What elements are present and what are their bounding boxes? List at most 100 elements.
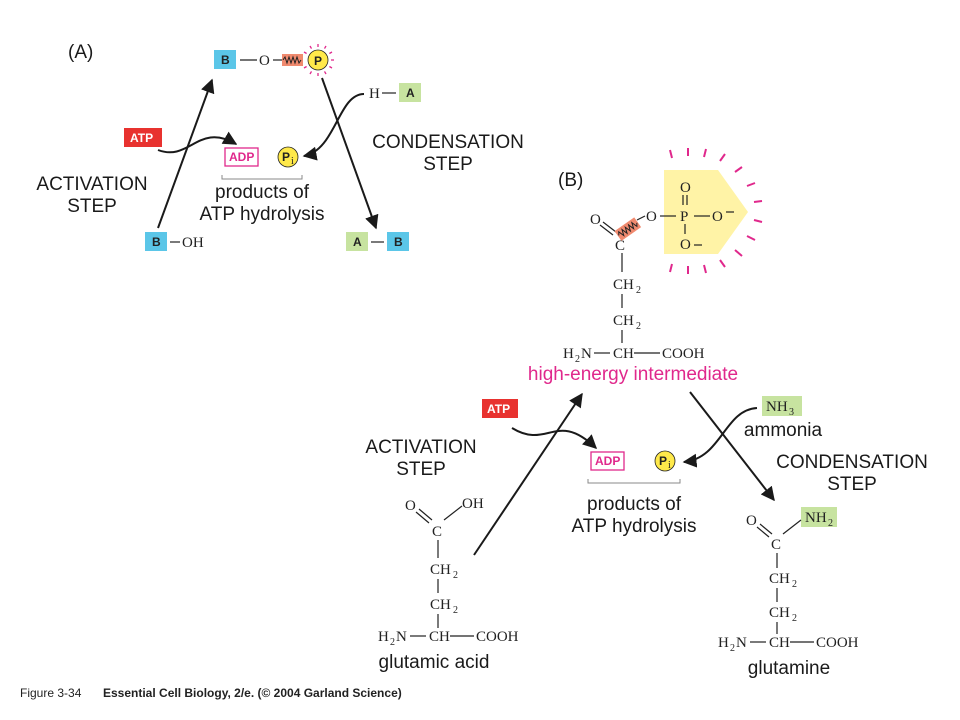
products-label-a-2: ATP hydrolysis: [200, 204, 325, 225]
ga-h2n-sub: 2: [390, 637, 395, 648]
gn-cooh: COOH: [816, 635, 859, 651]
activation-label-b-2: STEP: [396, 459, 446, 480]
activation-arrow-b: [473, 392, 583, 556]
h2n-b-sub: 2: [575, 354, 580, 365]
oxygen-a: O: [259, 53, 270, 69]
products-label-b-2: ATP hydrolysis: [572, 516, 697, 537]
gn-h2n-n: N: [736, 635, 747, 651]
carbonyl-carbon-b: C: [615, 238, 625, 254]
adp-text-b: ADP: [595, 454, 620, 468]
gn-ch2-1-sub: 2: [792, 579, 797, 590]
high-energy-intermediate-label: high-energy intermediate: [528, 364, 738, 385]
ammonia-label: ammonia: [744, 420, 823, 441]
cooh-b: COOH: [662, 346, 705, 362]
product-b-box: [387, 232, 409, 251]
adp-box-a: [224, 147, 259, 167]
nh2-sub: 2: [828, 518, 833, 529]
glutamine-label: glutamine: [748, 658, 830, 679]
panel-b-label: (B): [558, 170, 583, 191]
carbonyl-oxygen-b: O: [590, 212, 601, 228]
ch-backbone-b: CH: [613, 346, 634, 362]
ga-carbonyl-o: O: [405, 498, 416, 514]
gn-double-1: [756, 526, 770, 538]
ga-oh: OH: [462, 496, 484, 512]
figure-number: Figure 3-34: [20, 686, 82, 700]
hydrogen-a: H: [369, 86, 380, 102]
ch2-b-2-sub: 2: [636, 321, 641, 332]
condensation-label-b-1: CONDENSATION: [776, 452, 928, 473]
gn-ch2-2: CH: [769, 605, 790, 621]
ch2-b-1: CH: [613, 277, 634, 293]
panel-a-label: (A): [68, 42, 93, 63]
ga-ch-backbone: CH: [429, 629, 450, 645]
group-b-text-bottom: B: [152, 235, 161, 249]
product-b-text: B: [394, 235, 403, 249]
group-b-box: [214, 50, 236, 69]
atp-curve-arrow-b: [511, 427, 598, 449]
atp-text-b: ATP: [487, 402, 510, 416]
ga-ch2-2: CH: [430, 597, 451, 613]
gn-carbon: C: [771, 537, 781, 553]
condensation-label-b-2: STEP: [827, 474, 877, 495]
condensation-arrow-b: [689, 391, 775, 502]
activation-arrow-a: [157, 78, 215, 229]
activated-intermediate-a: B O P: [214, 44, 334, 76]
condensation-label-a-1: CONDENSATION: [372, 132, 524, 153]
activation-label-b-1: ACTIVATION: [365, 437, 476, 458]
group-a-text: A: [406, 86, 415, 100]
adp-text-a: ADP: [229, 150, 254, 164]
bridge-oxygen: O: [646, 209, 657, 225]
ga-ch2-1-sub: 2: [453, 570, 458, 581]
products-label-b-1: products of: [587, 494, 682, 515]
ga-cooh: COOH: [476, 629, 519, 645]
nh2-text: NH: [805, 510, 827, 526]
glutamic-acid-label: glutamic acid: [379, 652, 490, 673]
gn-h2n-h: H: [718, 635, 729, 651]
products-bracket-b: [587, 479, 681, 484]
glutamic-acid-structure: OH O C CH 2 CH 2 H 2 N CH COOH: [378, 496, 519, 648]
pi-text-b: P: [659, 454, 667, 468]
nh3-text: NH: [766, 399, 788, 415]
ga-h2n-h: H: [378, 629, 389, 645]
pi-sub-b: i: [668, 460, 671, 471]
oh-label-a: OH: [182, 235, 204, 251]
ga-h2n-n: N: [396, 629, 407, 645]
condensation-arrow-a: [321, 77, 379, 230]
ga-ch2-2-sub: 2: [453, 605, 458, 616]
h2n-b-n: N: [581, 346, 592, 362]
ha-curve-arrow-a: [302, 93, 365, 161]
phosphate-burst-icon: P: [303, 44, 334, 76]
nh3-box: [762, 396, 802, 416]
ch2-b-2: CH: [613, 313, 634, 329]
o-minus-bottom: O: [680, 237, 691, 253]
gn-double-2: [759, 523, 773, 535]
o-minus-right: O: [712, 209, 723, 225]
nh2-box: [801, 507, 837, 527]
nh3-sub: 3: [789, 407, 794, 418]
squiggle-bond-icon: [282, 55, 302, 65]
adp-box-b: [590, 451, 625, 471]
products-bracket-a: [221, 175, 303, 180]
pi-circle-a: [277, 146, 299, 168]
salmon-o-bond: [636, 215, 646, 221]
phosphorus-b: P: [680, 209, 688, 225]
condensation-label-a-2: STEP: [423, 154, 473, 175]
carbonyl-double-2: [602, 221, 617, 233]
group-b-text: B: [221, 53, 230, 67]
gn-ch-backbone: CH: [769, 635, 790, 651]
gn-ch2-1: CH: [769, 571, 790, 587]
p-oxygen-top: O: [680, 180, 691, 196]
product-a-text: A: [353, 235, 362, 249]
atp-box-b: [482, 399, 518, 418]
ga-c-oh-bond: [443, 505, 463, 521]
ga-double-1: [415, 511, 430, 524]
group-b-box-bottom: [145, 232, 167, 251]
gn-carbonyl-o: O: [746, 513, 757, 529]
gn-ch2-2-sub: 2: [792, 613, 797, 624]
nh3-curve-arrow-b: [682, 407, 758, 468]
carbonyl-double-1: [599, 224, 614, 236]
high-energy-bond-b: [614, 217, 642, 241]
activation-label-a-2: STEP: [67, 196, 117, 217]
